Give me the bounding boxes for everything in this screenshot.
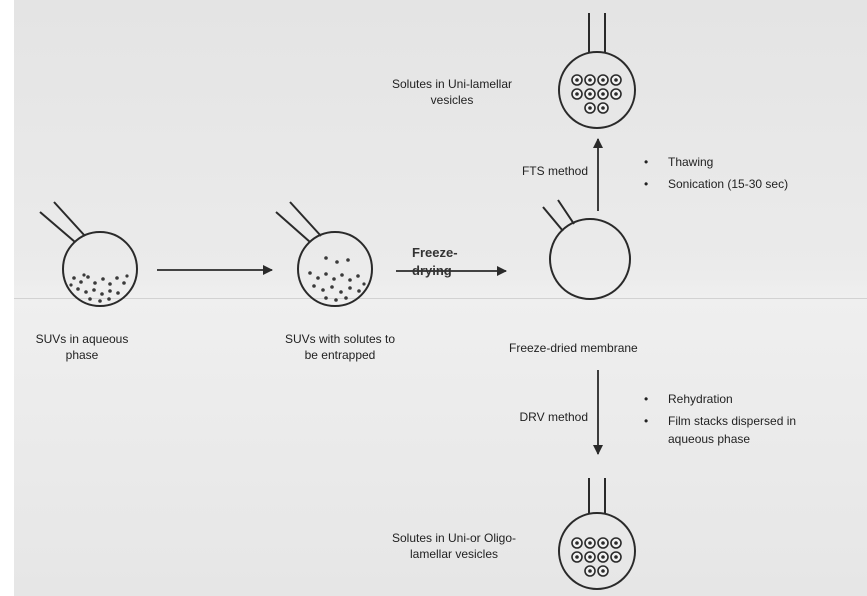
- label-drv-method: DRV method: [519, 410, 588, 424]
- flask-oligo-lamellar: [558, 478, 636, 590]
- flask-1-particles: [69, 273, 129, 303]
- bullet-rehydration: Rehydration: [644, 391, 733, 407]
- bullet-thawing: Thawing: [644, 154, 714, 170]
- bullet-sonication: Sonication (15-30 sec): [644, 176, 788, 192]
- flask-freeze-dried: [542, 199, 631, 300]
- flask-2-particles: [308, 256, 366, 302]
- label-fts-method: FTS method: [521, 164, 588, 178]
- flask-uni-lamellar: [558, 13, 636, 129]
- label-freeze-dried-membrane: Freeze-dried membrane: [509, 341, 638, 355]
- label-freeze-drying: Freeze- drying: [412, 245, 458, 278]
- label-suvs-aqueous: SUVs in aqueous phase: [35, 332, 129, 362]
- label-suvs-solutes: SUVs with solutes to be entrapped: [284, 332, 396, 362]
- label-solutes-oligo-lamellar: Solutes in Uni-or Oligo- lamellar vesicl…: [391, 531, 517, 561]
- flask-suvs-solutes: [275, 201, 373, 307]
- scan-line-divider: [14, 298, 867, 299]
- flask-suvs-aqueous: [39, 201, 138, 307]
- flask-bottom-vesicles: [571, 537, 622, 577]
- bullet-film-stacks: Film stacks dispersed in aqueous phase: [644, 412, 796, 448]
- flask-top-vesicles: [571, 74, 622, 114]
- diagram-canvas: SUVs in aqueous phase SUVs with solutes …: [14, 0, 867, 596]
- label-solutes-uni-lamellar: Solutes in Uni-lamellar vesicles: [391, 77, 513, 107]
- diagram-svg: [39, 13, 636, 590]
